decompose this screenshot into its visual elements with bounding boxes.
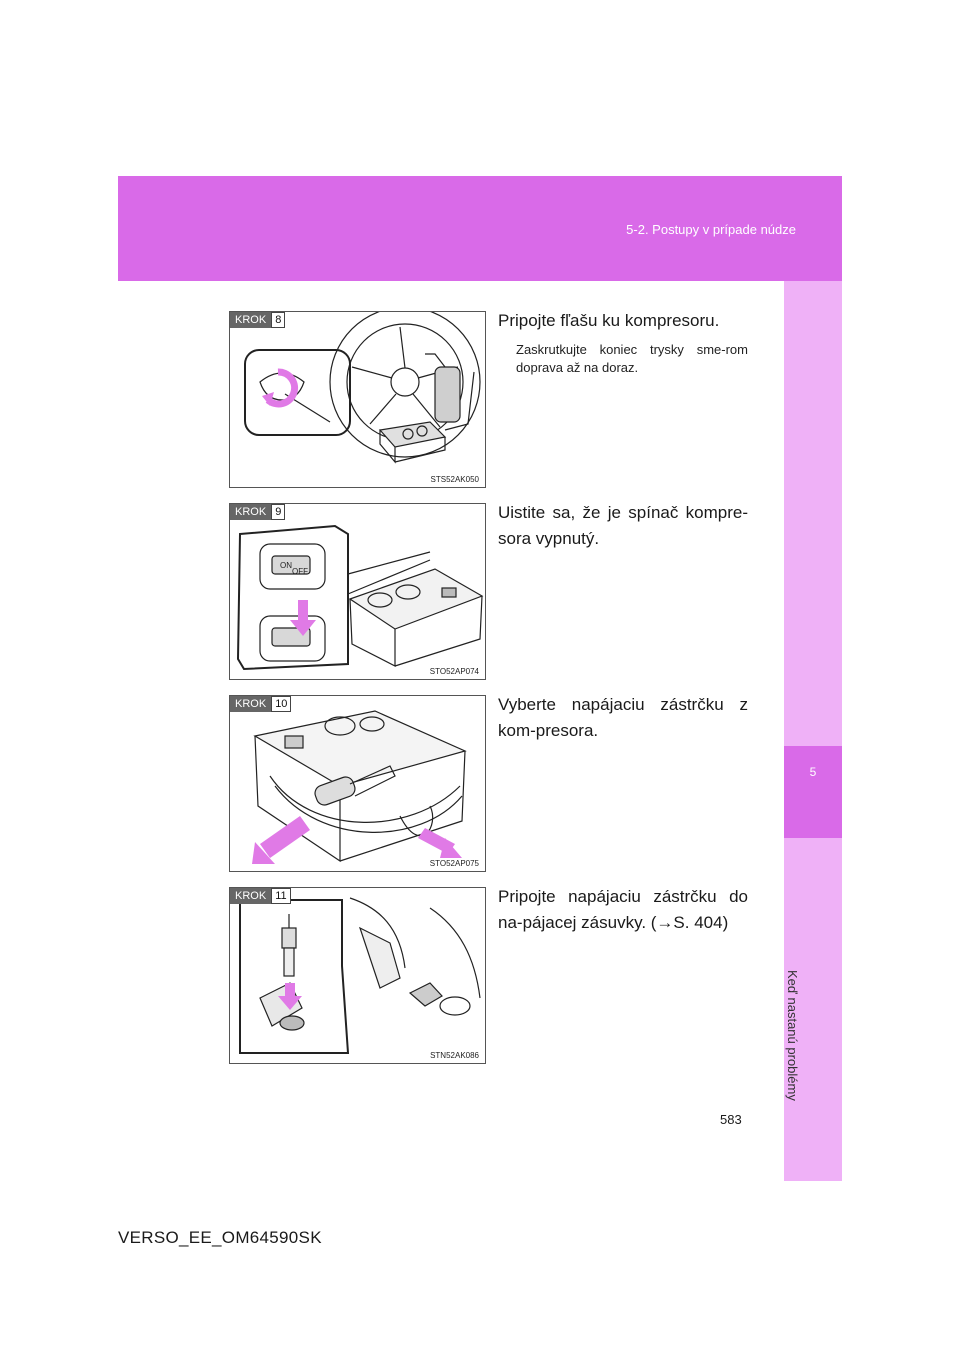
page-number: 583 xyxy=(720,1112,742,1127)
bottle-compressor-drawing xyxy=(244,312,481,464)
image-code: STS52AK050 xyxy=(430,475,479,484)
step-badge: KROK 11 xyxy=(230,888,291,904)
step-8-subtext: Zaskrutkujte koniec trysky sme-rom dopra… xyxy=(516,342,748,375)
chapter-label: Keď nastanú problémy xyxy=(785,970,800,1101)
image-code: STO52AP075 xyxy=(429,859,479,868)
image-code: STN52AK086 xyxy=(430,1051,479,1060)
compressor-switch-drawing: ON OFF xyxy=(236,524,484,671)
section-title: 5-2. Postupy v prípade núdze xyxy=(626,222,796,237)
step-11-text: Pripojte napájaciu zástrčku do na-pájace… xyxy=(498,887,748,932)
step-9-text: Uistite sa, že je spínač kompre-sora vyp… xyxy=(498,503,748,548)
chapter-number: 5 xyxy=(784,746,842,838)
step-10-illustration: KROK 10 STO52AP075 xyxy=(229,695,486,872)
step-8-text: Pripojte fľašu ku kompresoru. xyxy=(498,311,720,330)
step-9-illustration: ON OFF KROK 9 STO52AP074 xyxy=(229,503,486,680)
step-8-illustration: KROK 8 STS52AK050 xyxy=(229,311,486,488)
step-badge: KROK 8 xyxy=(230,312,286,328)
chapter-side-tab xyxy=(784,281,842,1181)
compressor-plug-drawing xyxy=(252,710,467,864)
step-11-illustration: KROK 11 STN52AK086 xyxy=(229,887,486,1064)
switch-off-label: OFF xyxy=(292,567,308,576)
step-badge: KROK 9 xyxy=(230,504,286,520)
section-header: 5-2. Postupy v prípade núdze xyxy=(118,176,842,281)
document-code: VERSO_EE_OM64590SK xyxy=(118,1228,322,1247)
switch-on-label: ON xyxy=(280,561,292,570)
image-code: STO52AP074 xyxy=(429,667,479,676)
step-badge: KROK 10 xyxy=(230,696,292,712)
step-10-text: Vyberte napájaciu zástrčku z kom-presora… xyxy=(498,695,748,740)
power-outlet-drawing xyxy=(239,897,481,1054)
